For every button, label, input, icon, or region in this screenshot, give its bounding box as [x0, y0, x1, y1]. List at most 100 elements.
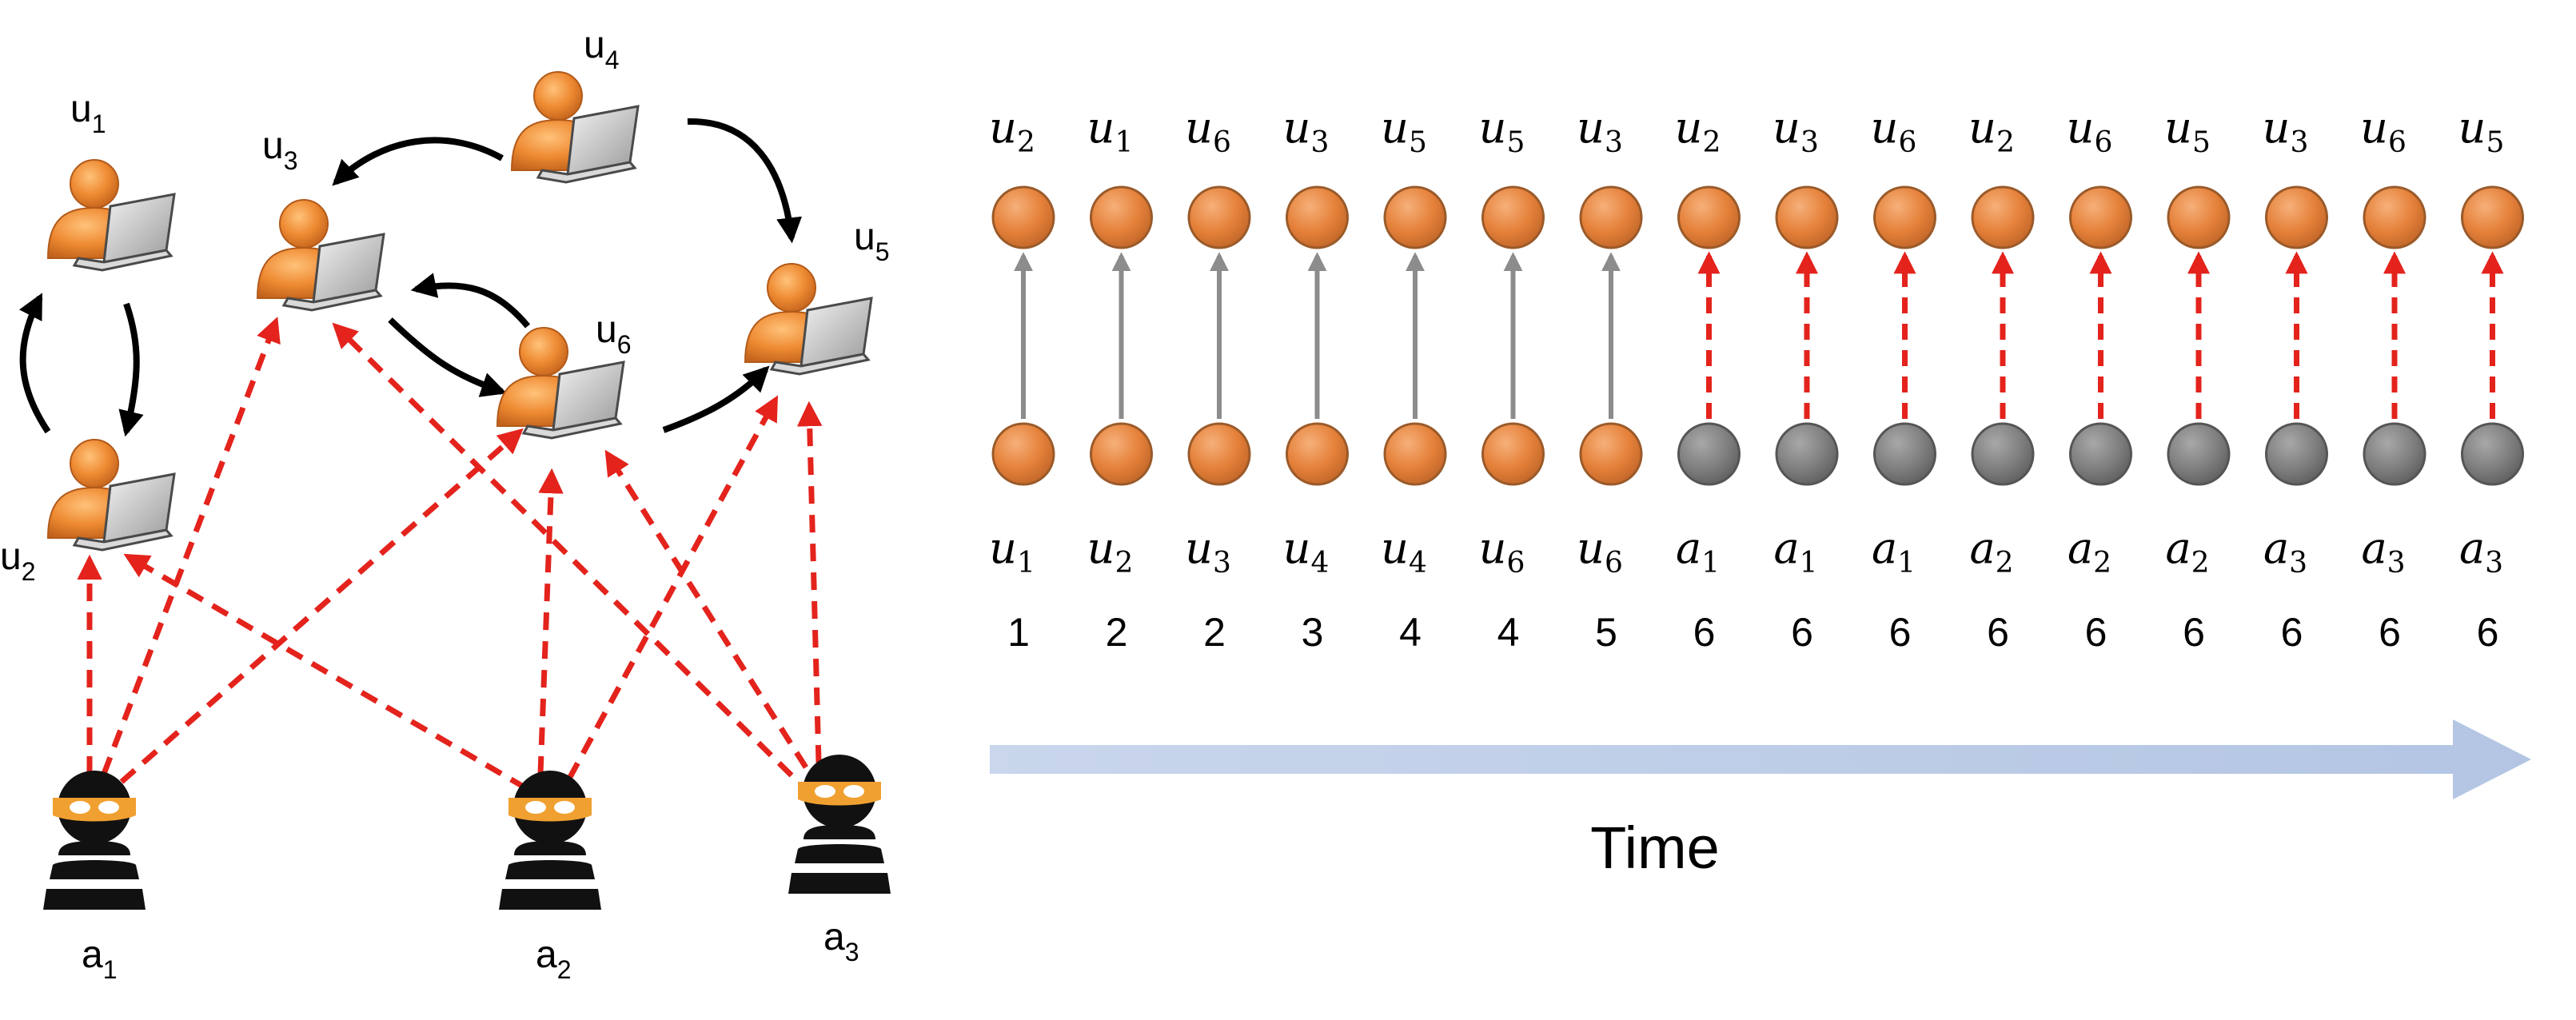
timeline-time-value: 6	[1987, 610, 2009, 655]
user-label-u2: u2	[0, 536, 36, 586]
timeline-target-node	[2167, 185, 2231, 249]
timeline-source-label: a1	[1676, 523, 1720, 580]
timeline-attacker-node	[1873, 422, 1936, 486]
network-edge-normal	[687, 118, 802, 244]
network-edges	[19, 118, 823, 791]
user-with-laptop-icon	[256, 198, 385, 312]
timeline-target-node	[2265, 185, 2328, 249]
timeline-target-label: u3	[1283, 102, 1330, 159]
timeline-target-label: u2	[1968, 102, 2015, 159]
timeline-target-node	[2363, 185, 2426, 249]
timeline-target-label: u6	[2360, 102, 2407, 159]
timeline-time-value: 6	[1889, 610, 1912, 655]
timeline-target-label: u5	[2164, 102, 2211, 159]
timeline-target-label: u5	[2458, 102, 2505, 159]
timeline-attacker-node	[2363, 422, 2426, 486]
network-edge-normal	[19, 293, 51, 434]
user-with-laptop-icon	[510, 70, 640, 184]
user-label-u6: u6	[596, 309, 632, 359]
timeline-target-label: u1	[1087, 102, 1134, 159]
network-edge-normal	[388, 317, 508, 397]
attacker-label-a3: a3	[823, 916, 859, 966]
timeline-target-label: u6	[2067, 102, 2113, 159]
timeline-time-value: 1	[1007, 610, 1030, 655]
timeline-target-label: u3	[1772, 102, 1819, 159]
timeline-source-label: u2	[1087, 523, 1134, 580]
timeline-target-label: u3	[1577, 102, 1623, 159]
timeline-attacker-node	[2265, 422, 2328, 486]
timeline-source-node	[1090, 422, 1153, 486]
network-nodes	[43, 70, 891, 910]
timeline-target-node	[1286, 185, 1349, 249]
timeline-source-label: a1	[1773, 523, 1817, 580]
timeline-source-node	[1481, 422, 1545, 486]
network-edge-normal	[662, 365, 770, 433]
timeline-source-label: a2	[1969, 523, 2013, 580]
network-edge-attack	[537, 468, 564, 775]
timeline-attacker-node	[1775, 422, 1839, 486]
timeline-source-label: u6	[1479, 523, 1525, 580]
timeline-target-node	[2069, 185, 2132, 249]
user-label-u4: u4	[584, 24, 620, 74]
time-arrow	[990, 719, 2531, 799]
timeline-attacker-node	[2461, 422, 2524, 486]
timeline-target-node	[1677, 185, 1741, 249]
timeline-time-value: 6	[1693, 610, 1716, 655]
user-with-laptop-icon	[46, 438, 176, 552]
timeline-source-label: a3	[2361, 523, 2405, 580]
timeline-attacker-node	[1677, 422, 1741, 486]
user-with-laptop-icon	[46, 158, 176, 272]
user-with-laptop-icon	[744, 262, 873, 376]
timeline-nodes	[991, 185, 2524, 486]
timeline-source-label: a2	[2068, 523, 2111, 580]
timeline-source-node	[991, 422, 1055, 486]
masked-attacker-icon	[788, 755, 891, 894]
timeline-target-node	[2461, 185, 2524, 249]
user-label-u1: u1	[70, 88, 106, 138]
timeline-attacker-node	[2069, 422, 2132, 486]
timeline-labels: u2u11u1u22u6u32u3u43u5u44u5u64u3u65u2a16…	[989, 102, 2504, 655]
timeline-attacker-node	[2167, 422, 2231, 486]
network-edge-normal	[332, 137, 504, 186]
timeline-source-node	[1286, 422, 1349, 486]
attacker-label-a1: a1	[82, 934, 118, 984]
timeline-time-value: 2	[1106, 610, 1128, 655]
timeline-target-node	[1481, 185, 1545, 249]
user-label-u5: u5	[854, 216, 890, 266]
network-edge-attack	[796, 400, 823, 763]
timeline-edges	[1014, 251, 2504, 419]
timeline-time-value: 6	[2379, 610, 2401, 655]
timeline-target-label: u5	[1479, 102, 1525, 159]
timeline-target-label: u2	[1675, 102, 1721, 159]
timeline-source-node	[1187, 422, 1251, 486]
user-label-u3: u3	[262, 125, 298, 175]
time-axis-label: Time	[1590, 815, 1720, 881]
network-edge-normal	[118, 302, 144, 437]
timeline-time-value: 2	[1203, 610, 1226, 655]
timeline-target-label: u2	[989, 102, 1035, 159]
timeline-target-node	[1971, 185, 2035, 249]
timeline-time-value: 5	[1595, 610, 1617, 655]
timeline-source-label: a2	[2165, 523, 2209, 580]
masked-attacker-icon	[499, 771, 601, 910]
event-timeline: u2u11u1u22u6u32u3u43u5u44u5u64u3u65u2a16…	[989, 102, 2531, 881]
timeline-source-label: a3	[2263, 523, 2307, 580]
timeline-target-node	[1187, 185, 1251, 249]
timeline-target-label: u6	[1871, 102, 1917, 159]
timeline-time-value: 6	[2477, 610, 2499, 655]
network-edge-attack	[119, 428, 524, 784]
timeline-time-value: 3	[1302, 610, 1324, 655]
timeline-time-value: 4	[1399, 610, 1422, 655]
timeline-time-value: 6	[2085, 610, 2107, 655]
timeline-source-label: u3	[1185, 523, 1231, 580]
timeline-source-node	[1383, 422, 1447, 486]
network-edge-attack	[566, 395, 779, 780]
timeline-source-label: a1	[1872, 523, 1916, 580]
network-edge-attack	[332, 322, 794, 778]
timeline-target-node	[1775, 185, 1839, 249]
timeline-source-label: u6	[1577, 523, 1623, 580]
timeline-time-value: 6	[2183, 610, 2205, 655]
